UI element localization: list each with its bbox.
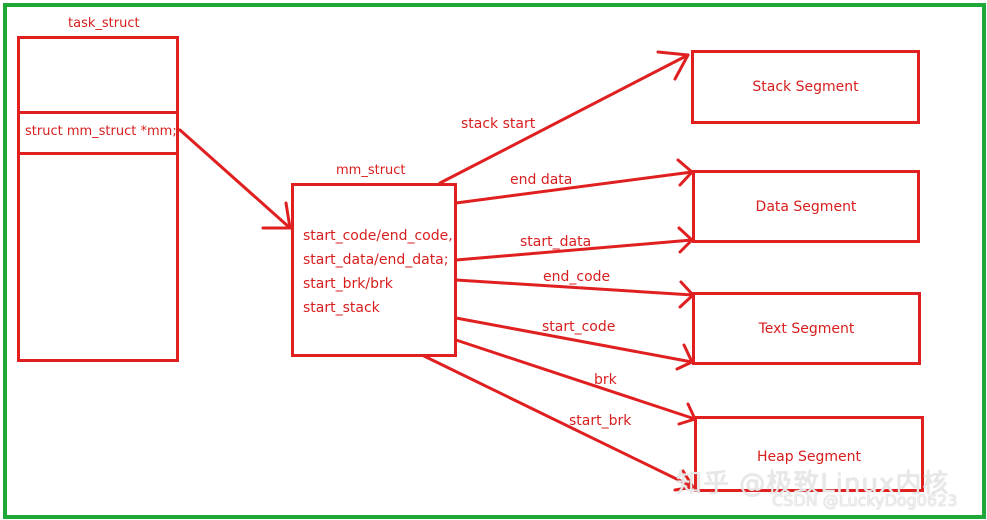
diagram-frame: [3, 3, 986, 519]
label-stack-start: stack start: [461, 116, 536, 132]
task-struct-box: struct mm_struct *mm;: [17, 36, 179, 362]
label-end-code: end_code: [543, 269, 611, 285]
arrow-end-data: [454, 158, 694, 205]
data-segment-label: Data Segment: [755, 198, 857, 215]
label-start-brk: start_brk: [569, 413, 632, 429]
label-brk: brk: [594, 372, 617, 388]
arrow-start-brk: [422, 354, 695, 492]
mm-field-stack: start_stack: [303, 300, 380, 316]
watermark-user: CSDN @LuckyDog0623: [772, 491, 958, 510]
mm-struct-title: mm_struct: [336, 163, 406, 178]
arrow-stack-start: [438, 50, 690, 185]
label-start-data: start_data: [520, 234, 592, 250]
task-struct-divider-top: [20, 111, 176, 114]
data-segment-box: Data Segment: [692, 170, 920, 243]
label-end-data: end data: [510, 172, 573, 188]
text-segment-label: Text Segment: [758, 320, 855, 337]
mm-struct-box: start_code/end_code, start_data/end_data…: [291, 183, 457, 357]
arrow-brk: [454, 338, 697, 426]
stack-segment-label: Stack Segment: [752, 79, 859, 95]
heap-segment-box: Heap Segment: [694, 416, 924, 492]
watermark-brand: 知乎 @极致Linux内核: [676, 469, 950, 499]
mm-field-data: start_data/end_data;: [303, 252, 449, 268]
mm-field-code: start_code/end_code,: [303, 228, 453, 244]
mm-struct-fields: start_code/end_code, start_data/end_data…: [303, 224, 453, 320]
stack-segment-box: Stack Segment: [691, 50, 920, 124]
task-struct-mm-field: struct mm_struct *mm;: [25, 124, 177, 139]
task-struct-divider-bottom: [20, 152, 176, 155]
task-struct-title: task_struct: [68, 16, 140, 31]
mm-field-brk: start_brk/brk: [303, 276, 393, 292]
arrow-mm-pointer: [178, 128, 292, 230]
heap-segment-label: Heap Segment: [756, 449, 862, 465]
text-segment-box: Text Segment: [692, 292, 921, 365]
label-start-code: start_code: [542, 319, 616, 335]
